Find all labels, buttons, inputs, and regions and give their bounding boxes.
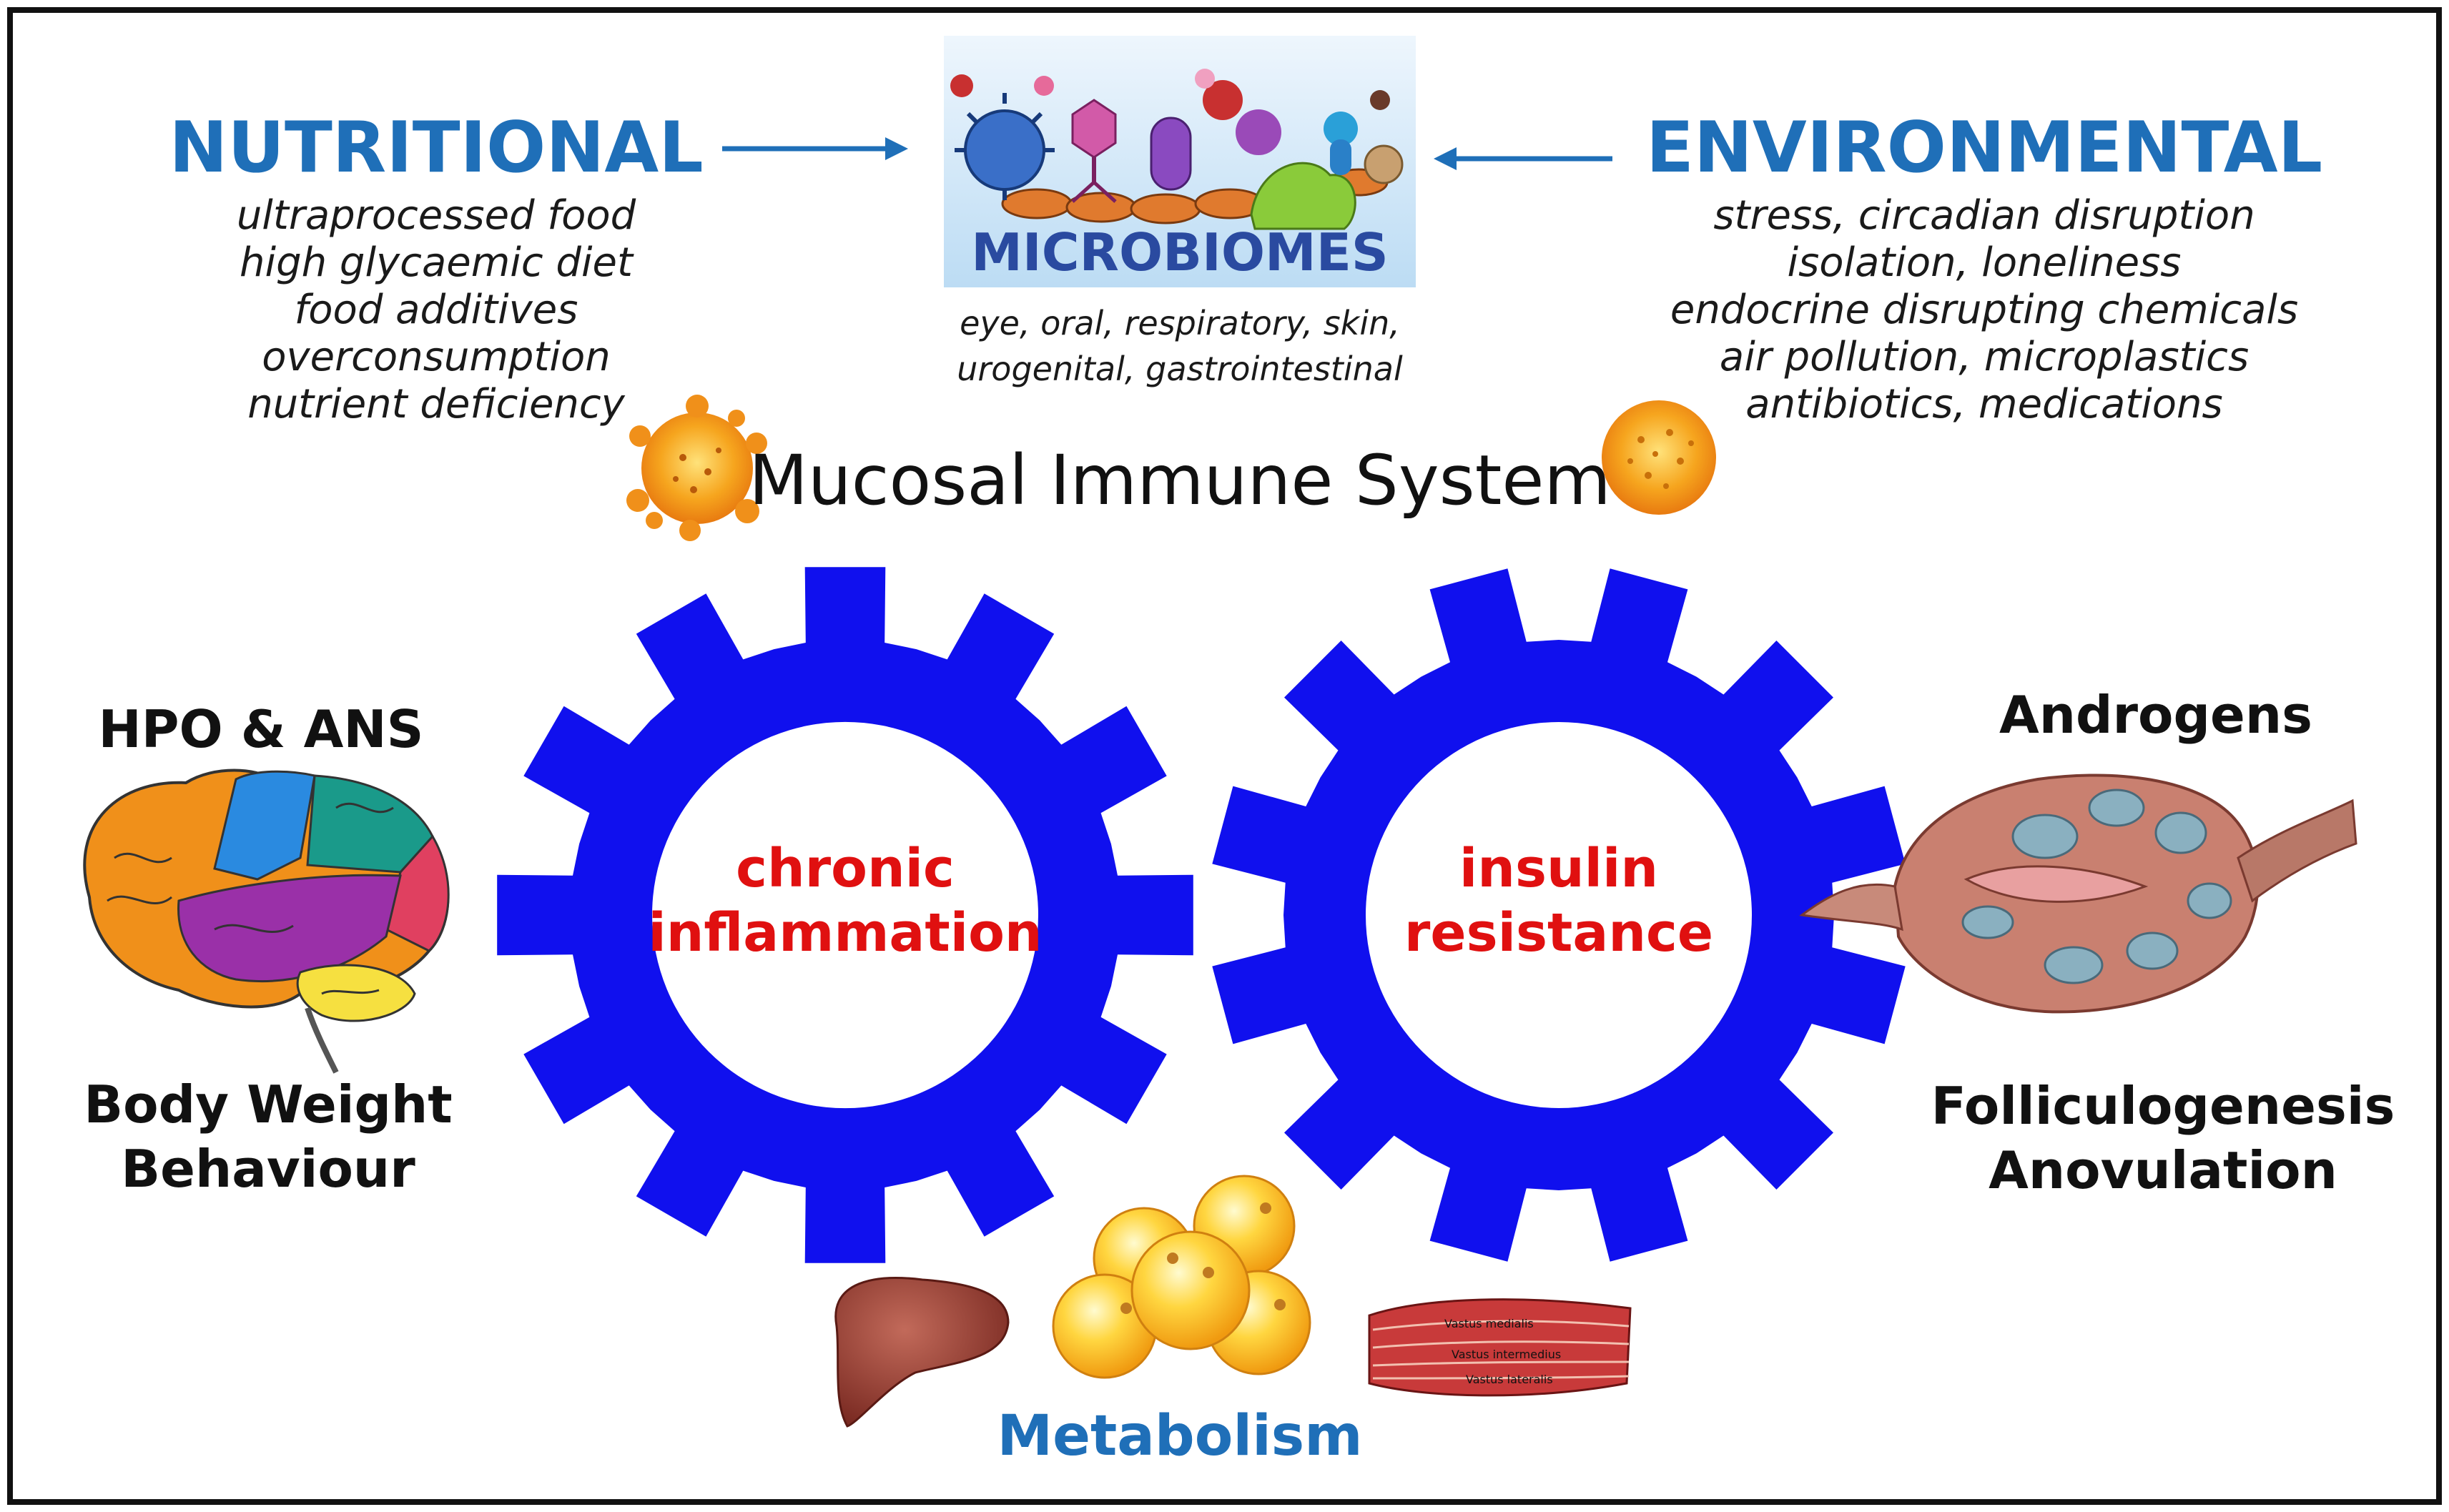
environmental-item: air pollution, microplastics <box>1720 334 2249 380</box>
environmental-item: antibiotics, medications <box>1745 381 2222 428</box>
immune-cell-icon <box>1602 400 1716 515</box>
microbiome-sites-line2: urogenital, gastrointestinal <box>957 350 1403 388</box>
fat-cells-icon <box>1052 1175 1311 1379</box>
nutritional-item: ultraprocessed food <box>237 192 636 239</box>
nutritional-item: overconsumption <box>262 334 610 380</box>
arrow-left-icon <box>1434 147 1612 170</box>
androgens-label: Androgens <box>1999 685 2312 745</box>
microbiomes-label: MICROBIOMES <box>971 222 1389 282</box>
mucosal-immune-label: Mucosal Immune System <box>749 440 1611 520</box>
environmental-title: ENVIRONMENTAL <box>1646 107 2322 189</box>
gear-chronic-inflammation <box>497 567 1193 1263</box>
gear-right-line1: insulin <box>1459 838 1658 899</box>
immune-cell-icon <box>626 395 767 541</box>
environmental-item: isolation, loneliness <box>1788 239 2182 286</box>
gear-left-line1: chronic <box>736 838 955 899</box>
microbes-icon: MICROBIOMES <box>944 36 1416 287</box>
nutritional-item: high glycaemic diet <box>240 239 634 286</box>
gear-insulin-resistance <box>1212 568 1906 1262</box>
muscle-label-lateralis: Vastus lateralis <box>1466 1373 1553 1386</box>
arrow-right-icon <box>722 137 908 160</box>
hpo-ans-label: HPO & ANS <box>99 699 424 759</box>
folliculogenesis-label: Folliculogenesis <box>1931 1076 2395 1136</box>
nutritional-title: NUTRITIONAL <box>169 107 703 189</box>
gear-left-line2: inflammation <box>648 902 1042 964</box>
nutritional-item: nutrient deficiency <box>247 381 625 428</box>
muscle-label-medialis: Vastus medialis <box>1444 1317 1534 1330</box>
microbiome-sites-line1: eye, oral, respiratory, skin, <box>960 304 1400 342</box>
anovulation-label: Anovulation <box>1989 1140 2337 1200</box>
gear-right-line2: resistance <box>1404 902 1713 964</box>
brain-icon <box>83 769 450 1074</box>
nutritional-item: food additives <box>295 287 578 333</box>
liver-icon <box>834 1277 1010 1428</box>
metabolism-label: Metabolism <box>997 1404 1362 1468</box>
behaviour-label: Behaviour <box>121 1139 415 1199</box>
ovary-icon <box>1799 774 2357 1014</box>
muscle-label-intermedius: Vastus intermedius <box>1452 1348 1561 1361</box>
body-weight-label: Body Weight <box>84 1074 452 1135</box>
muscle-icon: Vastus medialis Vastus intermedius Vastu… <box>1368 1298 1632 1397</box>
environmental-item: endocrine disrupting chemicals <box>1670 287 2298 333</box>
environmental-item: stress, circadian disruption <box>1713 192 2255 239</box>
